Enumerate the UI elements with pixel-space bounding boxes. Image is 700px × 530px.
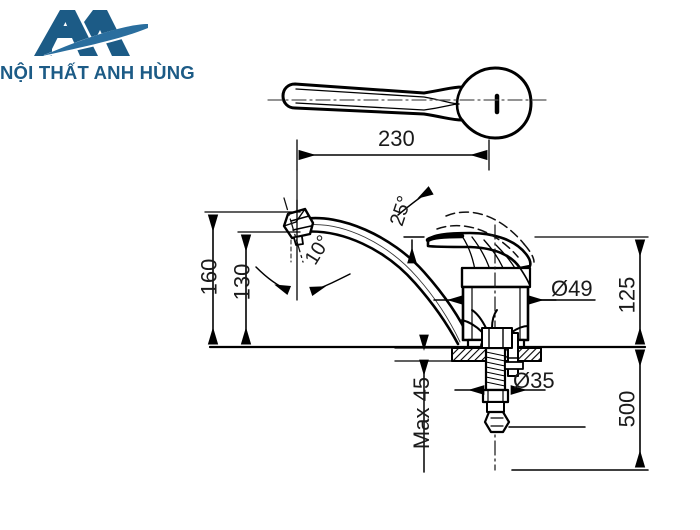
dimension-label-125: 125: [614, 276, 640, 314]
brand-logo: [22, 6, 154, 60]
double-a-swoosh-icon: [34, 10, 148, 57]
dimension-label-500: 500: [614, 390, 640, 428]
left-vertical-dimensions: [204, 211, 301, 345]
brand-name-text: NỘI THẤT ANH HÙNG: [0, 62, 195, 83]
right-vertical-dimensions: [511, 236, 649, 471]
angle-annotations: [255, 186, 434, 297]
dimension-label-diameter-35: Ø35: [513, 368, 555, 393]
dimension-label-diameter-49: Ø49: [551, 276, 593, 301]
mounting-hardware-detail: [461, 309, 586, 434]
dimension-label-max-45: Max 45: [409, 376, 435, 450]
max-deck-thickness-45: [394, 334, 453, 473]
reach-dimension-230: [296, 139, 490, 171]
dimension-label-160: 160: [196, 258, 222, 296]
dimension-label-230: 230: [378, 126, 415, 151]
deck-surface: [208, 345, 647, 362]
lever-handle-top-view: [267, 66, 547, 140]
dimension-label-130: 130: [229, 263, 255, 301]
brand-block: NỘI THẤT ANH HÙNG: [0, 4, 195, 86]
